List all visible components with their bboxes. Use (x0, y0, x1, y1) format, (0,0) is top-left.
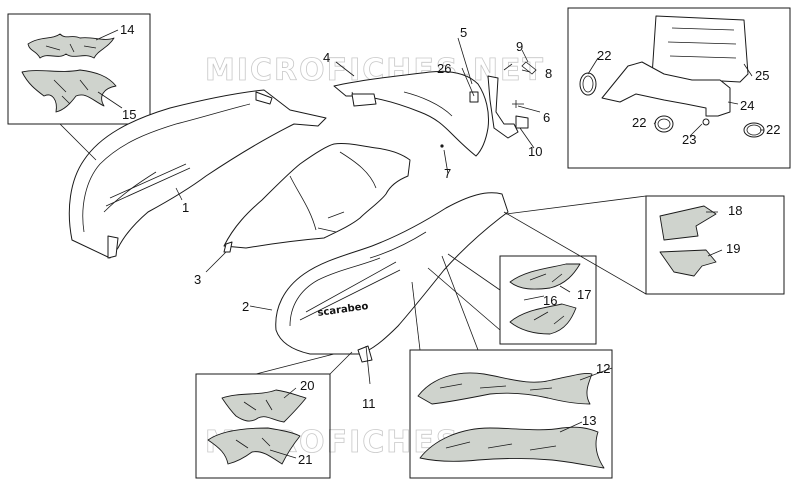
callout-9: 9 (516, 39, 523, 54)
callout-21: 21 (298, 452, 312, 467)
decal-box-14-15 (7, 13, 151, 125)
decal-box-12-13 (409, 349, 613, 479)
callout-25: 25 (755, 68, 769, 83)
callout-24: 24 (740, 98, 754, 113)
callout-5: 5 (460, 25, 467, 40)
part-22-reflector-center (654, 115, 674, 133)
callout-22-left: 22 (597, 48, 611, 63)
callout-15: 15 (122, 107, 136, 122)
callout-2: 2 (242, 299, 249, 314)
callout-13: 13 (582, 413, 596, 428)
callout-labels: 14 15 1 3 2 4 26 5 9 8 6 10 7 22 25 24 2… (120, 22, 780, 467)
callout-19: 19 (726, 241, 740, 256)
callout-16: 16 (543, 293, 557, 308)
callout-10: 10 (528, 144, 542, 159)
decal-box-20-21 (195, 373, 331, 479)
callout-3: 3 (194, 272, 201, 287)
callout-14: 14 (120, 22, 134, 37)
decal-19 (659, 249, 717, 277)
callout-7: 7 (444, 166, 451, 181)
callout-12: 12 (596, 361, 610, 376)
part-4-rear-mudguard (333, 71, 489, 157)
callout-6: 6 (543, 110, 550, 125)
callout-22-center: 22 (632, 115, 646, 130)
decal-20 (221, 389, 307, 423)
part-5-license-bracket (440, 61, 537, 148)
plate-holder-box (567, 7, 791, 169)
callout-18: 18 (728, 203, 742, 218)
part-24-plate-bracket (601, 61, 731, 117)
callout-20: 20 (300, 378, 314, 393)
decal-15 (21, 69, 117, 113)
callout-4: 4 (323, 50, 330, 65)
part-23-nut (702, 118, 710, 126)
decal-13 (419, 426, 605, 469)
callout-11: 11 (362, 396, 376, 411)
decal-16 (509, 303, 577, 335)
callout-17: 17 (577, 287, 591, 302)
decal-box-18-19 (645, 195, 785, 295)
part-1-left-side-panel (68, 89, 327, 259)
callout-26: 26 (437, 61, 451, 76)
callout-1: 1 (182, 200, 189, 215)
callout-22-right: 22 (766, 122, 780, 137)
part-2-right-side-panel: scarabeo (275, 192, 509, 363)
decal-box-16-17 (499, 255, 597, 345)
decal-21 (207, 427, 301, 465)
callout-8: 8 (545, 66, 552, 81)
leader-lines (59, 29, 764, 459)
decal-18 (659, 205, 717, 241)
decal-17 (509, 263, 581, 290)
part-3-inner-fairing (223, 143, 411, 253)
decal-12 (417, 372, 593, 405)
callout-23: 23 (682, 132, 696, 147)
